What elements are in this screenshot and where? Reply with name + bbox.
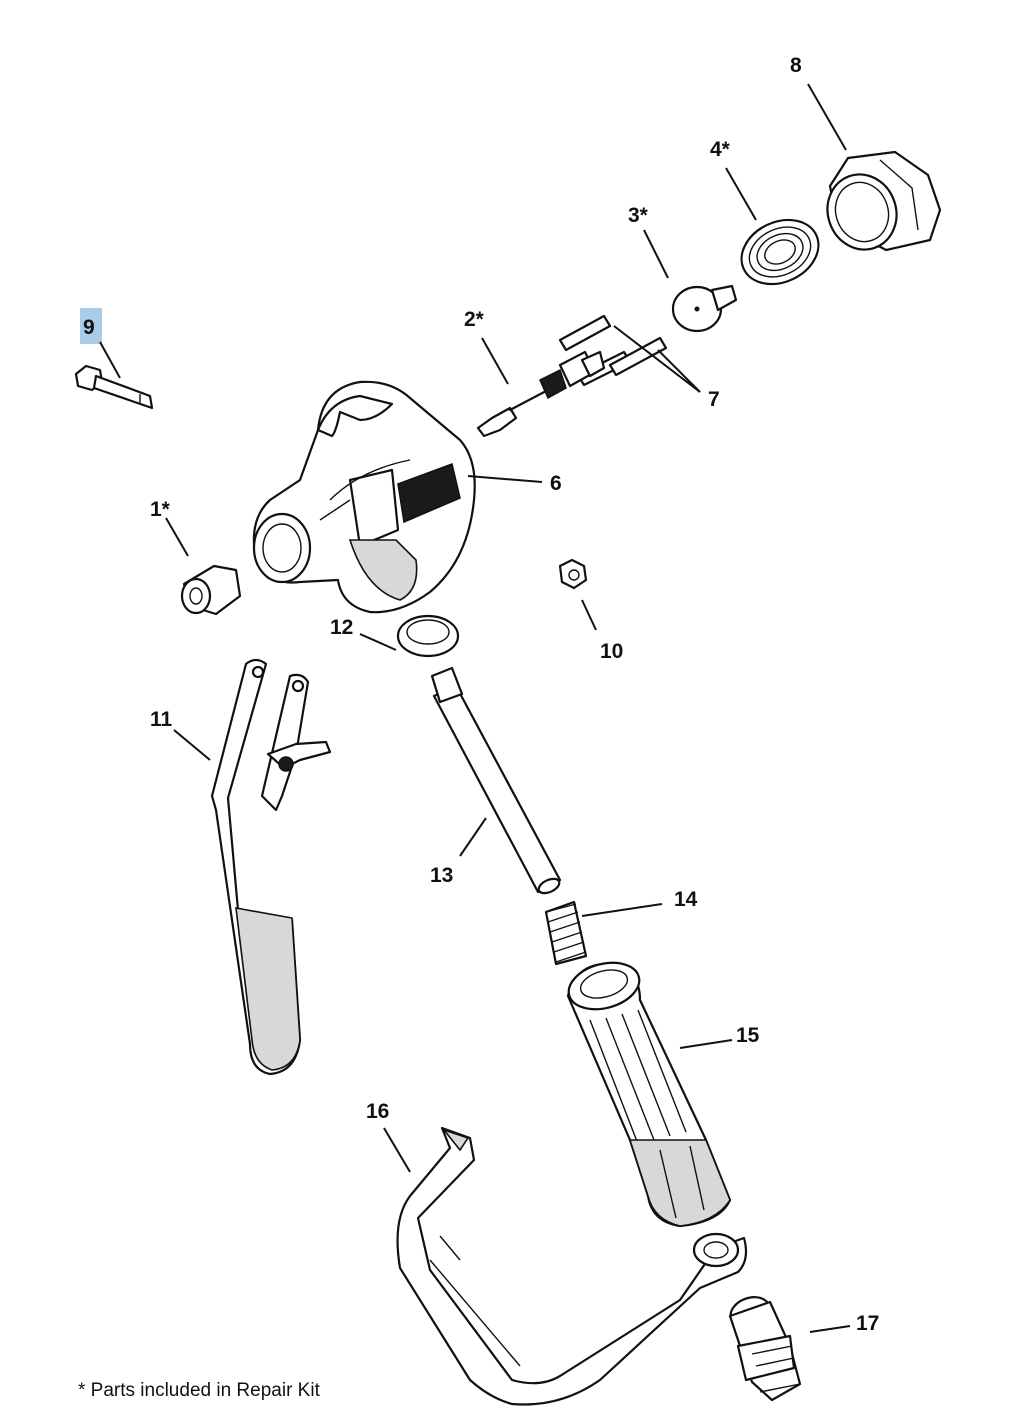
part-1-tip	[180, 564, 242, 616]
callout-12: 12	[330, 616, 353, 639]
part-10-nut	[558, 558, 588, 590]
part-11-trigger	[210, 658, 332, 1076]
part-16-guard	[396, 1126, 748, 1406]
part-6-gun-body	[252, 380, 476, 614]
part-13-tube	[430, 666, 562, 895]
part-8-nut	[826, 150, 942, 252]
callout-13: 13	[430, 864, 453, 887]
part-7-pins	[558, 314, 668, 387]
callout-6: 6	[550, 472, 562, 495]
callout-15: 15	[736, 1024, 760, 1047]
callout-2: 2*	[464, 308, 485, 331]
callout-3: 3*	[628, 204, 649, 227]
callout-4: 4*	[710, 138, 731, 161]
callout-9-highlight	[80, 308, 102, 344]
callout-16: 16	[366, 1100, 389, 1123]
part-15-handle	[566, 961, 732, 1228]
part-4-spring	[740, 218, 820, 286]
callout-8: 8	[790, 54, 802, 77]
callout-7: 7	[708, 388, 720, 411]
repair-kit-footnote: * Parts included in Repair Kit	[78, 1380, 320, 1401]
callout-10: 10	[600, 640, 623, 663]
part-2-needle	[476, 350, 606, 438]
callout-11: 11	[150, 708, 173, 731]
part-9-screw	[74, 364, 154, 410]
callout-9: 9	[83, 316, 95, 339]
part-17-fitting	[728, 1296, 802, 1402]
part-14-spring	[544, 900, 588, 966]
leader-lines	[99, 83, 851, 1333]
callout-17: 17	[856, 1312, 879, 1335]
callout-14: 14	[674, 888, 698, 911]
part-3-seat	[671, 284, 738, 333]
part-12-gasket	[396, 614, 460, 658]
callout-1: 1*	[150, 498, 171, 521]
